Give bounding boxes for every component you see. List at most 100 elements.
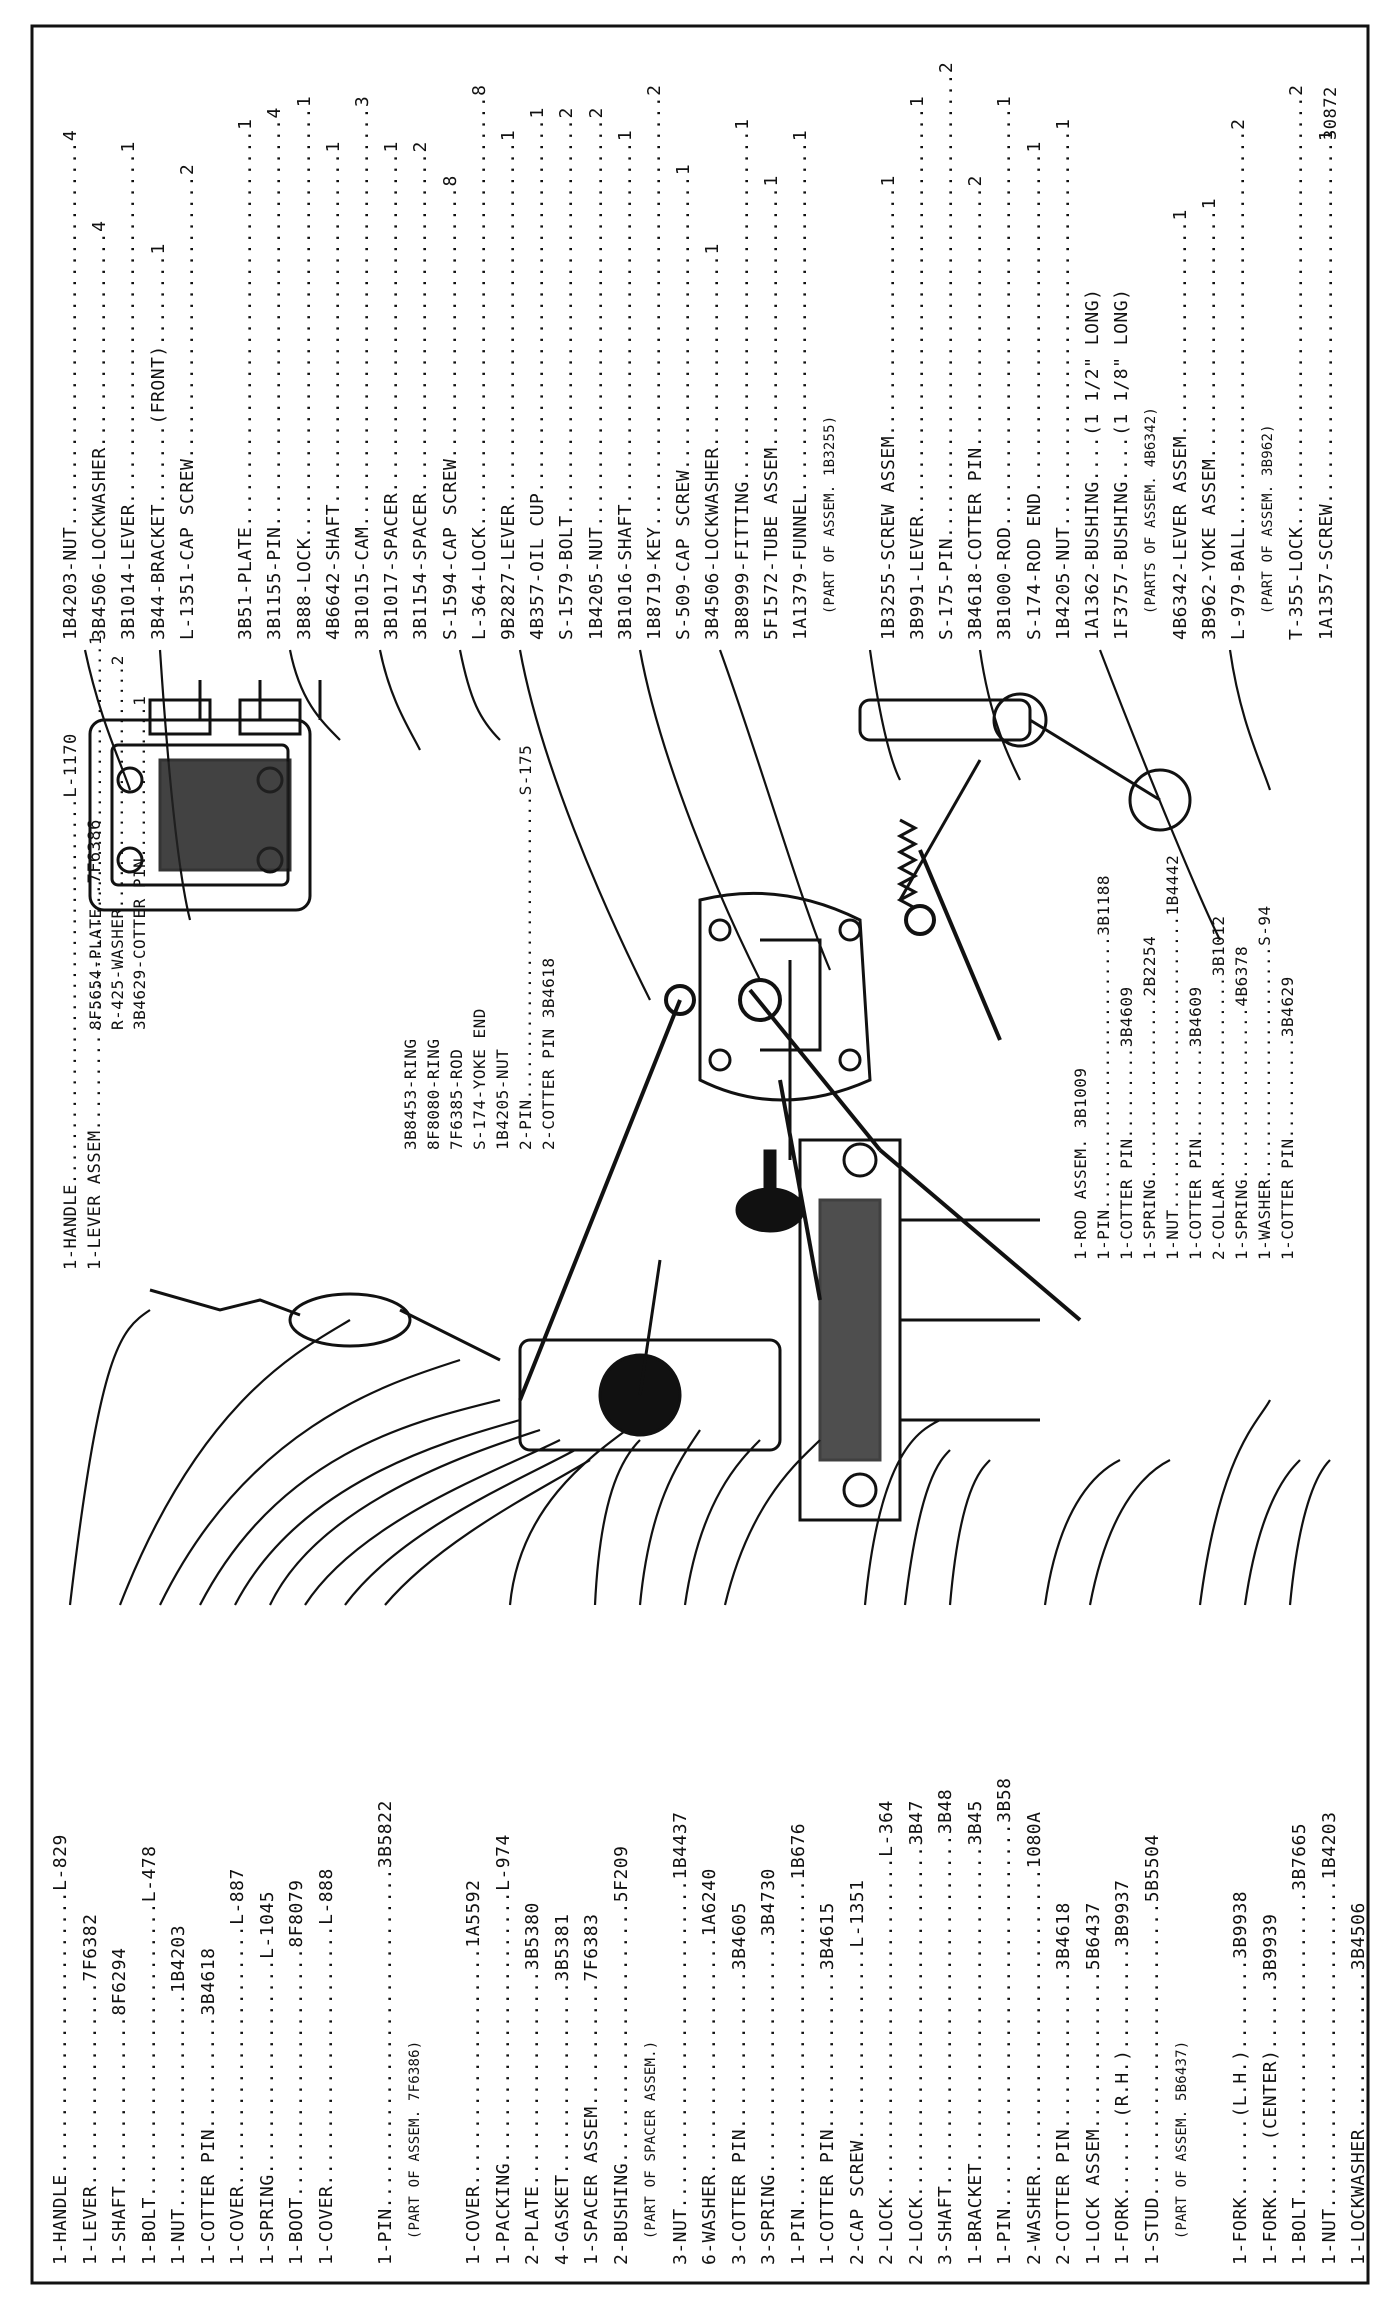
ring-group-entry: 2-COTTER PIN 3B4618 <box>539 957 558 1150</box>
ring-group-entry: 3B8453-RING <box>401 1038 420 1150</box>
top-parts-entry: 3B991-LEVER.............................… <box>906 95 928 640</box>
plate-group-entry: 8F5654-PLATE..........................1 <box>86 634 105 1030</box>
top-parts-entry: 4B357-OIL CUP...........................… <box>527 107 549 640</box>
bottom-parts-entry: 2-LOCK..............................L-36… <box>876 1800 897 2265</box>
bottom-parts-entry: 1-NUT...................1B4203 <box>168 1924 189 2265</box>
bottom-parts-entry: 1-FORK.....(CENTER)......3B9939 <box>1259 1913 1281 2265</box>
bottom-parts-entry: 2-CAP SCREW.................L-1351 <box>846 1879 868 2265</box>
top-parts-entry: 1B4205-NUT..............................… <box>1052 118 1074 641</box>
bottom-parts-entry: (PART OF ASSEM. 5B6437) <box>1174 2040 1190 2265</box>
rod-group-entry: 1-COTTER PIN.........3B4609 <box>1186 986 1205 1260</box>
top-parts-entry: S-1594-CAP SCREW........................… <box>439 175 461 640</box>
top-parts-entry: (PART OF ASSEM. 1B3255) <box>822 415 839 640</box>
top-parts-entry: 1F3757-BUSHING....(1 1/8" LONG) <box>1111 288 1133 640</box>
top-parts-entry: S-1579-BOLT.............................… <box>556 107 578 640</box>
ring-group-entry: 2-PIN..............................S-175 <box>516 744 535 1150</box>
top-parts-entry: 3B962-YOKE ASSEM......................1 <box>1198 197 1220 640</box>
rod-group-entry: 1-SPRING.................4B6378 <box>1232 945 1251 1260</box>
bottom-parts-entry: 1-COVER.......................L-888 <box>315 1868 337 2265</box>
bottom-parts-entry: (PART OF SPACER ASSEM.) <box>643 2040 659 2265</box>
bottom-parts-entry: 1-COTTER PIN..........3B4618 <box>197 1947 219 2265</box>
bottom-parts-entry: 1-COVER.....................1A5592 <box>463 1879 484 2265</box>
top-parts-entry: 1B4205-NUT..............................… <box>585 107 607 640</box>
rod-group-entry: 1-PIN...........................3B1188 <box>1094 874 1113 1260</box>
spring-assembly <box>858 692 1192 910</box>
bottom-parts-entry: 3-NUT.............................1B4437 <box>669 1811 691 2265</box>
plate-group-entry: R-425-WASHER........................2 <box>108 655 127 1030</box>
knob <box>735 1149 805 1233</box>
bottom-parts-entry: 1-SPRING...................L-1045 <box>256 1890 278 2265</box>
top-parts-entry: 1B3255-SCREW ASSEM......................… <box>877 175 899 640</box>
bottom-parts-list: 1-HANDLE.........................L-829 1-… <box>50 1605 1390 2266</box>
bottom-parts-entry: 1-SHAFT...............8F6294 <box>109 1947 130 2265</box>
top-parts-entry: 3B4506-LOCKWASHER...................4 <box>89 220 111 640</box>
rod-group-entry: 1-COTTER PIN.........3B4609 <box>1117 986 1136 1260</box>
bottom-parts-entry: 1-COVER.......................L-887 <box>227 1868 248 2265</box>
rod-group-entry: 2-COLLAR....................3B1012 <box>1209 915 1228 1260</box>
rod-group-entry: 1-WASHER.......................S-94 <box>1255 905 1274 1260</box>
ring-group-entry: 1B4205-NUT <box>493 1048 512 1150</box>
top-parts-entry: L-979-BALL..............................… <box>1228 118 1249 641</box>
top-parts-entry: 3B1000-ROD..............................… <box>994 95 1016 640</box>
sheet-number-container: 30872 <box>1320 50 1350 140</box>
top-parts-entry: 3B88-LOCK...............................… <box>293 95 315 640</box>
top-parts-entry: 4B6342-LEVER ASSEM...................1 <box>1169 209 1191 640</box>
bottom-parts-entry: 2-BUSHING.......................5F209 <box>610 1845 632 2265</box>
bottom-parts-entry: 1-PIN..................................3… <box>994 1777 1015 2266</box>
rod-group-entry: 1-NUT.............................1B4442 <box>1163 854 1182 1260</box>
rod-group-entry: 1-COTTER PIN..........3B4629 <box>1278 976 1297 1260</box>
top-parts-entry: 3B1017-SPACER...........................… <box>381 141 403 640</box>
top-parts-entry: 3B1155-PIN..............................… <box>264 107 286 640</box>
bottom-parts-entry: 1-FORK.......(L.H.)........3B9938 <box>1230 1890 1251 2265</box>
top-parts-entry: 4B6642-SHAFT............................… <box>322 141 344 640</box>
bottom-parts-entry: 1-LEVER..................7F6382 <box>79 1913 101 2265</box>
bottom-parts-entry: 2-COTTER PIN..............3B4618 <box>1053 1902 1074 2265</box>
cover-plate <box>698 891 872 1160</box>
page-border <box>30 24 1370 2285</box>
valve-assembly <box>88 680 322 912</box>
top-parts-entry: 3B51-PLATE..............................… <box>235 118 257 641</box>
bottom-parts-entry: 4-GASKET.................3B5381 <box>551 1913 573 2265</box>
top-parts-entry: 3B1015-CAM..............................… <box>352 95 373 640</box>
bottom-parts-entry: 1-NUT.............................1B4203 <box>1318 1811 1340 2265</box>
bottom-parts-entry: 2-WASHER...........................1080A <box>1023 1811 1045 2265</box>
bottom-parts-entry: 1-HANDLE.........................L-829 <box>50 1834 71 2265</box>
top-parts-entry: 1B8719-KEY..............................… <box>644 84 665 640</box>
top-parts-entry: 3B4618-COTTER PIN.......................… <box>965 175 987 640</box>
bottom-parts-entry: 2-LOCK...............................3B4… <box>905 1800 927 2265</box>
top-parts-entry: 3B44-BRACKET.......(FRONT)........1 <box>147 243 169 640</box>
bottom-parts-entry: 1-LOCK ASSEM..............5B6437 <box>1082 1902 1104 2265</box>
bottom-parts-entry: 1-PIN.............................1B676 <box>787 1822 809 2265</box>
top-parts-entry: 3B1014-LEVER............................… <box>118 141 140 640</box>
bottom-parts-entry: 1-SPACER ASSEM...........7F6383 <box>581 1913 602 2265</box>
ring-group-entry: 8F8080-RING <box>424 1038 443 1150</box>
top-parts-entry: 1A1379-FUNNEL...........................… <box>790 129 811 640</box>
top-parts-entry: L-1351-CAP SCREW........................… <box>176 163 198 640</box>
bottom-parts-entry: 3-COTTER PIN..............3B4605 <box>728 1902 750 2265</box>
bottom-parts-entry: 1-BOLT...........................3B7665 <box>1289 1822 1310 2265</box>
bottom-parts-entry: 1-PIN..............................3B582… <box>374 1800 396 2265</box>
rod-group-entry: 1-ROD ASSEM. 3B1009 <box>1071 1067 1090 1260</box>
top-parts-entry: (PART OF ASSEM. 3B962) <box>1260 424 1277 640</box>
bottom-parts-entry: 3-SHAFT...............................3B… <box>935 1788 956 2265</box>
handle-group-entry: 1-HANDLE................................… <box>61 733 81 1270</box>
bottom-parts-entry: 1-BOLT..........................L-478 <box>138 1845 160 2265</box>
top-parts-entry: L-364-LOCK..............................… <box>468 84 490 640</box>
top-parts-entry: (PARTS OF ASSEM. 4B6342) <box>1143 407 1160 640</box>
bottom-parts-entry: 1-BRACKET............................3B4… <box>964 1800 986 2265</box>
ring-group-entry: S-174-YOKE END <box>470 1008 489 1150</box>
sheet-number: 30872 <box>1321 86 1341 140</box>
top-parts-entry: 1A1362-BUSHING....(1 1/2" LONG) <box>1082 288 1103 640</box>
plate-group-entry: 3B4629-COTTER PIN...............1 <box>130 695 149 1030</box>
ring-group-entry: 7F6385-ROD <box>447 1048 466 1150</box>
top-parts-entry: 3B4506-LOCKWASHER.................1 <box>702 243 724 640</box>
top-parts-list: 1B4203-NUT..............................… <box>60 62 1360 641</box>
bottom-parts-entry: 1-PACKING........................L-974 <box>492 1834 514 2265</box>
bottom-parts-entry: 3-SPRING.....................3B4730 <box>758 1868 779 2265</box>
top-parts-entry: 1A1357-SCREW............................… <box>1315 129 1337 640</box>
